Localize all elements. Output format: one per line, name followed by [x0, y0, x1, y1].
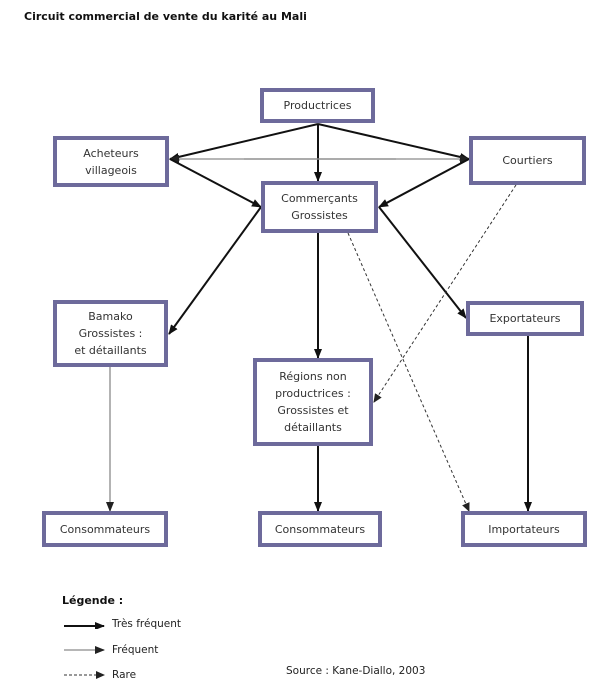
diagram-title: Circuit commercial de vente du karité au… [24, 10, 307, 23]
legend-arrow-tres-frequent [64, 622, 105, 629]
legend-arrow-rare [64, 671, 105, 679]
edge-acheteurs-to-commercants [169, 158, 262, 208]
node-importateurs: Importateurs [461, 511, 587, 547]
legend-arrow-frequent [64, 646, 105, 654]
edge-commercants-to-bamako [168, 206, 262, 335]
edge-productrices-to-acheteurs [169, 123, 319, 161]
legend-item-tres-frequent: Très fréquent [62, 618, 181, 630]
legend-label-rare: Rare [112, 669, 137, 681]
node-regions-non-productrices: Régions non productrices : Grossistes et… [253, 358, 373, 446]
legend-title: Légende : [62, 594, 124, 607]
node-acheteurs-villageois: Acheteurs villageois [53, 136, 169, 187]
legend-label-frequent: Fréquent [112, 644, 159, 656]
edge-courtiers-to-commercants [378, 158, 470, 208]
node-bamako-grossistes: Bamako Grossistes : et détaillants [53, 300, 168, 367]
legend-item-rare: Rare [62, 669, 136, 681]
legend-item-frequent: Fréquent [62, 644, 158, 656]
node-exportateurs: Exportateurs [466, 301, 584, 336]
source-citation: Source : Kane-Diallo, 2003 [286, 665, 426, 677]
node-productrices: Productrices [260, 88, 375, 123]
edge-commercants-to-exportateurs [378, 206, 467, 319]
edge-productrices-to-courtiers [317, 123, 470, 161]
node-consommateurs-bamako: Consommateurs [42, 511, 168, 547]
node-courtiers: Courtiers [469, 136, 586, 185]
node-commercants-grossistes: Commerçants Grossistes [261, 181, 378, 233]
legend-label-tres-frequent: Très fréquent [112, 618, 182, 630]
node-consommateurs-regions: Consommateurs [258, 511, 382, 547]
edge-courtiers-to-regions [373, 184, 517, 403]
edge-commercants-to-importateurs [347, 232, 470, 512]
